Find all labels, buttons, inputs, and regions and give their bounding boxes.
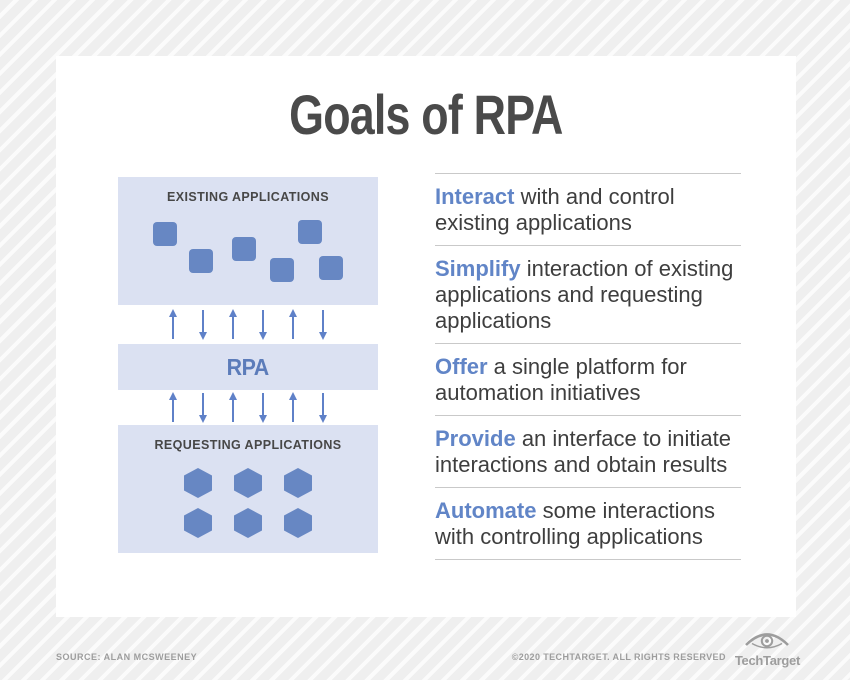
arrow-down-icon [199,310,208,340]
rpa-box: RPA [118,344,378,390]
goal-text: interaction of existing applications and… [435,256,734,333]
goals-list: Interact with and control existing appli… [435,173,741,560]
techtarget-wordmark: TechTarget [734,653,800,668]
page-title: Goals of RPA [289,83,563,146]
app-square-icon [153,222,177,246]
existing-applications-label: EXISTING APPLICATIONS [167,190,329,204]
goal-item-automate: Automate some interactions with controll… [435,487,741,559]
requesting-applications-label: REQUESTING APPLICATIONS [154,438,342,452]
app-hexagon-icon [184,508,212,538]
goal-item-interact: Interact with and control existing appli… [435,173,741,245]
arrow-up-icon [169,392,178,422]
goal-text: a single platform for automation initiat… [435,354,687,405]
goal-lead: Provide [435,426,516,451]
arrow-up-icon [289,309,298,339]
arrow-down-icon [259,393,268,423]
title-wrap: Goals of RPA [56,82,796,147]
arrow-down-icon [319,310,328,340]
app-hexagon-icon [234,468,262,498]
goal-text: with and control existing applications [435,184,675,235]
app-square-icon [189,249,213,273]
rpa-label: RPA [226,353,270,380]
goal-text: some interactions with controlling appli… [435,498,715,549]
app-hexagon-icon [284,508,312,538]
app-square-icon [232,237,256,261]
data-flow-arrows-top [118,305,378,344]
arrow-down-icon [319,393,328,423]
goal-lead: Interact [435,184,515,209]
app-hexagon-icon [234,508,262,538]
techtarget-logo: TechTarget [735,629,800,668]
goal-item-simplify: Simplify interaction of existing applica… [435,245,741,343]
existing-applications-box: EXISTING APPLICATIONS [118,177,378,305]
infographic-card: Goals of RPA EXISTING APPLICATIONS RPA [56,56,796,617]
arrow-up-icon [169,309,178,339]
requesting-applications-box: REQUESTING APPLICATIONS [118,425,378,553]
arrow-up-icon [229,392,238,422]
data-flow-arrows-bottom [118,390,378,425]
arrow-down-icon [259,310,268,340]
footer-right: ©2020 TECHTARGET. ALL RIGHTS RESERVED Te… [512,629,800,668]
goal-item-offer: Offer a single platform for automation i… [435,343,741,415]
goal-item-provide: Provide an interface to initiate interac… [435,415,741,487]
rpa-diagram: EXISTING APPLICATIONS RPA [118,177,378,553]
arrow-up-icon [229,309,238,339]
arrow-down-icon [199,393,208,423]
goal-lead: Automate [435,498,537,523]
app-hexagon-icon [184,468,212,498]
app-square-icon [270,258,294,282]
eye-icon [745,633,790,649]
app-square-icon [298,220,322,244]
arrow-up-icon [289,392,298,422]
app-square-icon [319,256,343,280]
goal-lead: Simplify [435,256,521,281]
goal-lead: Offer [435,354,488,379]
source-credit: SOURCE: ALAN MCSWEENEY [56,652,198,662]
goal-text: an interface to initiate interactions an… [435,426,731,477]
app-hexagon-icon [284,468,312,498]
copyright-text: ©2020 TECHTARGET. ALL RIGHTS RESERVED [511,652,726,662]
